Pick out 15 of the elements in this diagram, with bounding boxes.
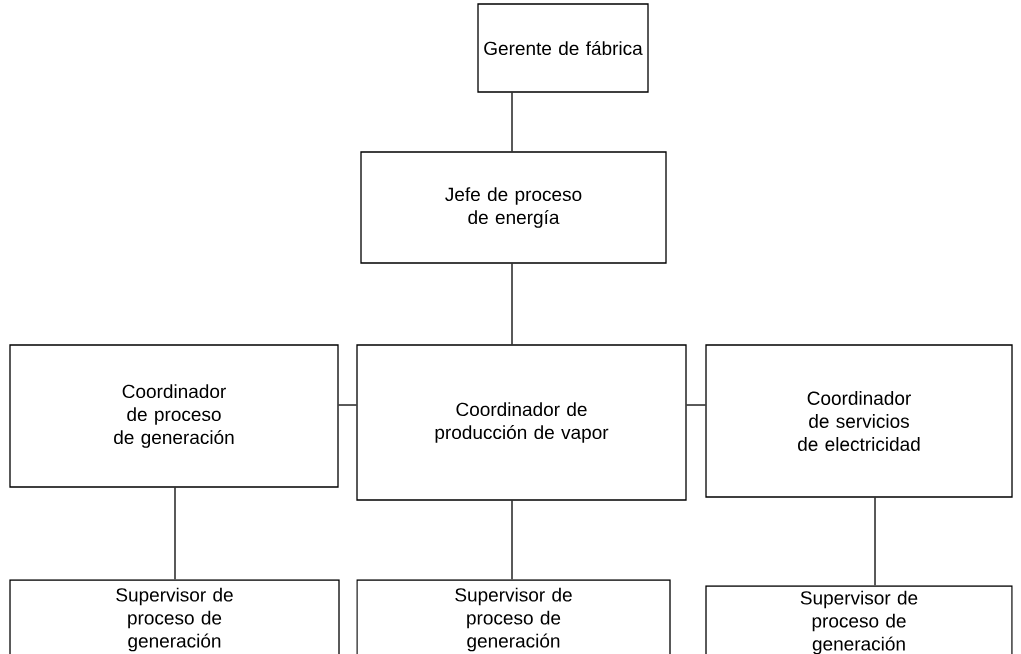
org-box: Jefe de proceso de energía bbox=[360, 151, 667, 264]
org-box: Coordinador de servicios de electricidad bbox=[705, 344, 1013, 498]
connector-line bbox=[874, 497, 876, 586]
connector-line bbox=[174, 487, 176, 580]
org-box: Supervisor de proceso de generación bbox=[705, 585, 1013, 654]
org-box: Coordinador de proceso de generación bbox=[9, 344, 339, 488]
connector-line bbox=[511, 263, 513, 345]
connector-line bbox=[511, 500, 513, 580]
org-box: Supervisor de proceso de generación bbox=[356, 579, 671, 654]
org-box: Supervisor de proceso de generación bbox=[9, 579, 340, 654]
org-box: Gerente de fábrica bbox=[477, 3, 649, 93]
connector-line bbox=[511, 92, 513, 152]
org-box: Coordinador de producción de vapor bbox=[356, 344, 687, 501]
connector-line bbox=[686, 404, 706, 406]
connector-line bbox=[338, 404, 357, 406]
